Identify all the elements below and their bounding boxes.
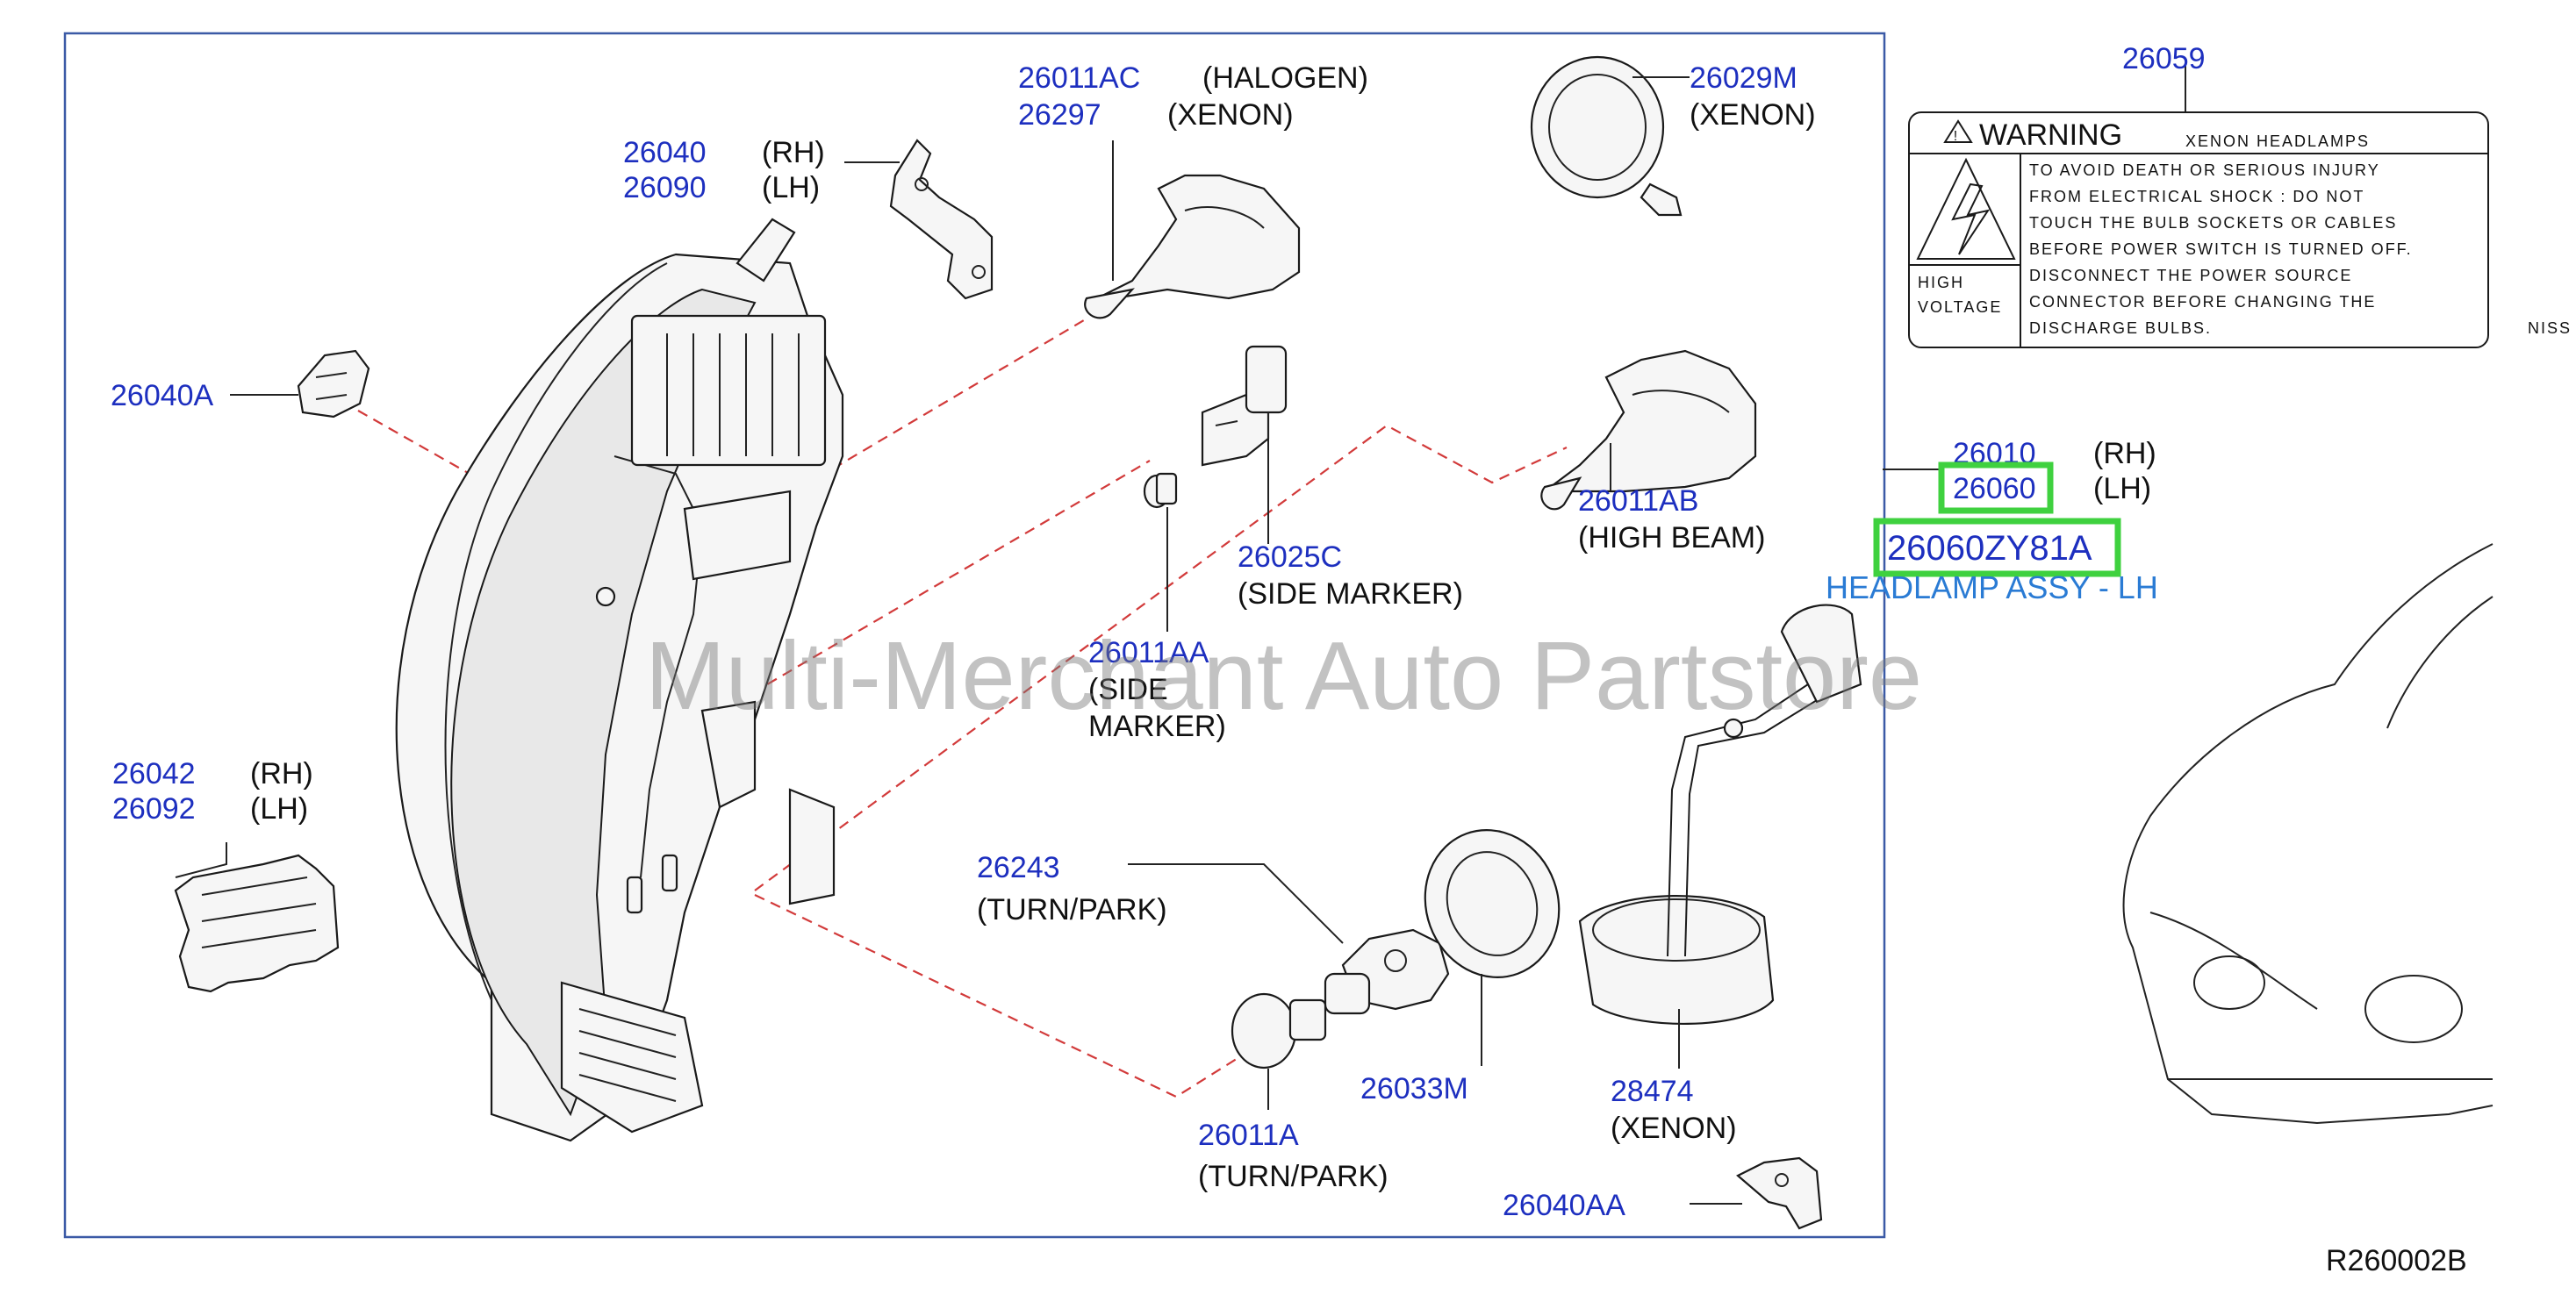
part-desc-26011AA-2: MARKER) <box>1088 710 1226 743</box>
part-number-26029M[interactable]: 26029M <box>1690 61 1797 95</box>
part-desc-26297: (XENON) <box>1167 98 1294 132</box>
high-voltage-icon <box>1916 157 2016 260</box>
part-number-26011AC[interactable]: 26011AC <box>1018 61 1140 95</box>
diagram-frame <box>63 32 1886 1239</box>
part-desc-26060: (LH) <box>2093 472 2151 505</box>
warning-line-7: DISCHARGE BULBS. <box>2029 319 2212 337</box>
part-desc-26011AB: (HIGH BEAM) <box>1578 521 1765 554</box>
part-desc-26029M: (XENON) <box>1690 98 1816 132</box>
diagram-code: R260002B <box>2326 1244 2467 1277</box>
bulb-26011AC <box>1084 174 1301 319</box>
warning-triangle-icon <box>1943 119 1973 143</box>
part-number-26011AB[interactable]: 26011AB <box>1578 484 1698 518</box>
warning-subtitle: XENON HEADLAMPS <box>2185 132 2370 150</box>
part-number-28474[interactable]: 28474 <box>1611 1075 1694 1108</box>
highlighted-part-number[interactable]: 26060ZY81A <box>1887 529 2092 568</box>
socket-26025C <box>1201 345 1288 467</box>
part-desc-28474: (XENON) <box>1611 1112 1737 1145</box>
part-number-26040AA[interactable]: 26040AA <box>1503 1189 1625 1222</box>
part-desc-26025C: (SIDE MARKER) <box>1238 577 1463 611</box>
part-number-26040A[interactable]: 26040A <box>111 379 214 412</box>
part-number-26025C[interactable]: 26025C <box>1238 540 1342 574</box>
part-number-26042[interactable]: 26042 <box>112 757 196 790</box>
bulb-26011AB <box>1540 349 1757 511</box>
seal-26033M <box>1424 829 1561 978</box>
igniter-28474 <box>1578 604 1862 1025</box>
warning-line-4: BEFORE POWER SWITCH IS TURNED OFF. <box>2029 240 2413 258</box>
warning-side-line-1: HIGH <box>1918 274 1964 291</box>
warning-line-2: FROM ELECTRICAL SHOCK : DO NOT <box>2029 188 2364 205</box>
part-desc-26040: (RH) <box>762 136 825 169</box>
part-number-26040[interactable]: 26040 <box>623 136 707 169</box>
warning-line-3: TOUCH THE BULB SOCKETS OR CABLES <box>2029 214 2397 232</box>
warning-line-6: CONNECTOR BEFORE CHANGING THE <box>2029 293 2376 311</box>
part-number-26059[interactable]: 26059 <box>2122 42 2206 75</box>
part-desc-26243: (TURN/PARK) <box>977 893 1167 926</box>
svg-text:!: ! <box>1954 129 1957 144</box>
part-desc-26011AA-1: (SIDE <box>1088 673 1168 706</box>
vehicle-outline <box>2122 543 2493 1125</box>
clip-26040A <box>297 349 370 418</box>
warning-line-1: TO AVOID DEATH OR SERIOUS INJURY <box>2029 161 2380 179</box>
part-number-26060[interactable]: 26060 <box>1953 472 2036 505</box>
brand-fragment: NISS <box>2528 319 2572 337</box>
part-number-26090[interactable]: 26090 <box>623 171 707 204</box>
warning-line-5: DISCONNECT THE POWER SOURCE <box>2029 267 2352 284</box>
part-desc-26010: (RH) <box>2093 437 2156 470</box>
part-number-26297[interactable]: 26297 <box>1018 98 1101 132</box>
clip-26040AA <box>1736 1156 1823 1230</box>
bulb-26011A <box>1231 992 1327 1070</box>
cover-ring-26029M <box>1530 55 1683 217</box>
bracket-26040 <box>889 139 994 300</box>
headlamp-housing <box>395 218 844 1142</box>
part-desc-26011A: (TURN/PARK) <box>1198 1160 1388 1193</box>
part-desc-26092: (LH) <box>250 792 308 826</box>
part-desc-26042: (RH) <box>250 757 313 790</box>
warning-side-line-2: VOLTAGE <box>1918 298 2002 316</box>
warning-label: ! WARNING XENON HEADLAMPS TO AVOID DEATH… <box>1908 111 2489 348</box>
bracket-26042 <box>174 854 340 993</box>
part-number-26011A[interactable]: 26011A <box>1198 1119 1299 1152</box>
bulb-26011AA <box>1143 472 1178 509</box>
highlight-box-assy <box>1873 518 2121 577</box>
highlighted-part-name: HEADLAMP ASSY - LH <box>1826 569 2158 605</box>
watermark: Multi-Merchant Auto Partstore <box>645 622 1922 730</box>
part-number-26243[interactable]: 26243 <box>977 851 1060 884</box>
highlight-box-26060 <box>1938 461 2054 514</box>
part-number-26011AA[interactable]: 26011AA <box>1088 636 1209 669</box>
leader-lines <box>175 63 2186 1205</box>
part-number-26092[interactable]: 26092 <box>112 792 196 826</box>
part-number-26033M[interactable]: 26033M <box>1360 1072 1468 1105</box>
socket-26243 <box>1324 928 1450 1015</box>
part-desc-26011AC: (HALOGEN) <box>1202 61 1368 95</box>
part-desc-26090: (LH) <box>762 171 820 204</box>
warning-title: WARNING <box>1979 118 2122 152</box>
